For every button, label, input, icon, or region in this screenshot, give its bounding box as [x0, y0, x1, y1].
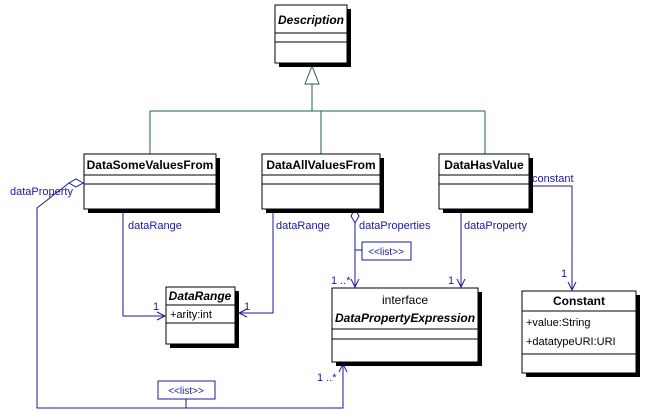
role-data-properties: dataProperties [359, 220, 431, 232]
mult-dpe-top: 1 ..* [331, 275, 351, 287]
class-data-property-expression[interactable]: interface DataPropertyExpression [331, 287, 482, 366]
class-constant-name: Constant [553, 294, 605, 308]
generalization-arrowhead [304, 64, 320, 85]
role-constant: constant [532, 173, 574, 185]
note-list-bottom: <<list>> [157, 380, 216, 400]
note-list-top-text: <<list>> [368, 247, 404, 258]
assoc-all-to-range [239, 212, 274, 314]
mult-range-some: 1 [153, 301, 159, 313]
class-description[interactable]: Description [274, 4, 351, 67]
class-constant-attr-datatype: +datatypeURI:URI [526, 336, 616, 348]
note-list-top: <<list>> [361, 241, 412, 261]
class-data-range-name: DataRange [169, 289, 232, 303]
role-data-property-has-value: dataProperty [464, 220, 527, 232]
class-dpe-name: DataPropertyExpression [335, 311, 475, 325]
assoc-hasvalue-to-constant-arrow [567, 281, 577, 292]
assoc-some-to-range-arrow [156, 311, 167, 321]
assoc-some-to-range [122, 212, 165, 317]
mult-constant: 1 [561, 268, 567, 280]
role-data-range-some: dataRange [128, 220, 182, 232]
note-list-bottom-text: <<list>> [168, 386, 204, 397]
class-data-all-values-from-name: DataAllValuesFrom [266, 158, 375, 172]
class-data-has-value-name: DataHasValue [444, 158, 524, 172]
class-constant-attr-value: +value:String [526, 317, 591, 329]
role-data-range-all: dataRange [276, 220, 330, 232]
class-data-some-values-from-name: DataSomeValuesFrom [87, 158, 214, 172]
assoc-all-to-dpe-arrow [350, 278, 360, 289]
mult-dpe-bottom: 1 ..* [317, 372, 337, 384]
mult-dpe-has-value: 1 [448, 275, 454, 287]
class-constant[interactable]: Constant +value:String +datatypeURI:URI [521, 290, 640, 377]
role-data-property-left: dataProperty [10, 186, 73, 198]
class-data-some-values-from[interactable]: DataSomeValuesFrom [83, 153, 220, 213]
class-data-has-value[interactable]: DataHasValue [438, 153, 533, 213]
class-data-all-values-from[interactable]: DataAllValuesFrom [261, 153, 384, 213]
class-data-range[interactable]: DataRange +arity:int [165, 286, 239, 348]
assoc-some-to-dpe [36, 182, 344, 409]
generalization-edges [149, 64, 486, 154]
association-edges [36, 178, 577, 409]
assoc-hasvalue-to-dpe-arrow [456, 278, 466, 289]
assoc-hasvalue-to-constant [529, 185, 573, 290]
class-description-name: Description [278, 13, 344, 27]
class-dpe-stereotype: interface [382, 293, 428, 307]
mult-range-all: 1 [244, 301, 250, 313]
class-data-range-attr: +arity:int [170, 309, 212, 321]
